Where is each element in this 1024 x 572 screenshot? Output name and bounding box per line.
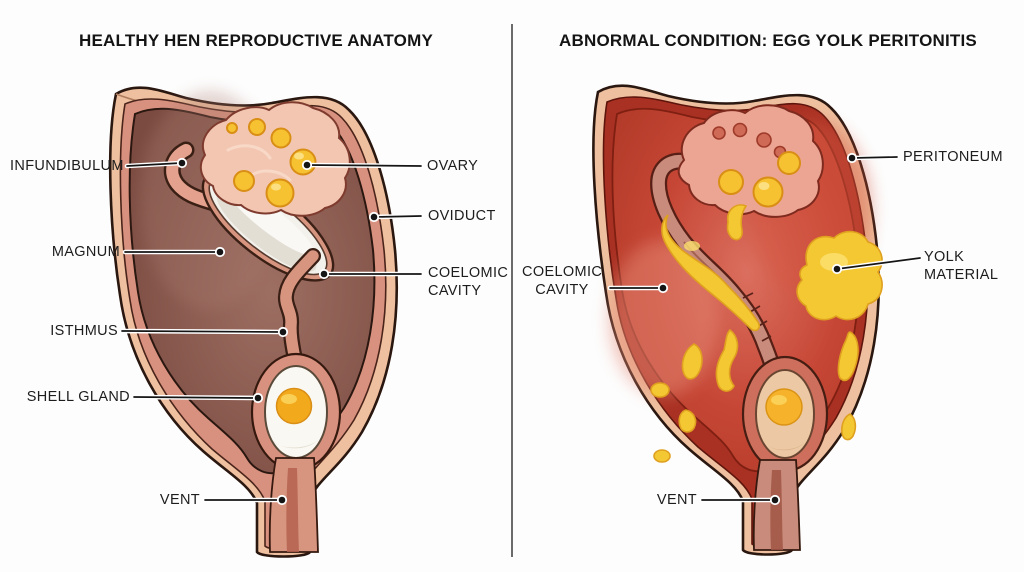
label-isthmus: ISTHMUS xyxy=(50,323,118,339)
label-coelomic-cavity-left: COELOMIC CAVITY xyxy=(428,265,509,299)
label-oviduct: OVIDUCT xyxy=(428,208,496,224)
ovary-cluster xyxy=(199,101,351,217)
abnormal-condition-panel: ABNORMAL CONDITION: EGG YOLK PERITONITIS… xyxy=(512,0,1024,572)
label-peritoneum: PERITONEUM xyxy=(903,149,1003,165)
vent-canal-abnormal xyxy=(752,459,801,551)
label-infundibulum: INFUNDIBULUM xyxy=(10,158,124,174)
vent-canal xyxy=(268,457,319,553)
leader-lines xyxy=(119,157,424,506)
yolk-material-blobs xyxy=(650,204,883,463)
egg-yolk-peritonitis-diagram xyxy=(592,84,923,556)
shell-gland-egg xyxy=(250,352,342,472)
label-vent-left: VENT xyxy=(159,492,200,508)
label-magnum: MAGNUM xyxy=(51,244,120,260)
label-yolk-material: YOLK MATERIAL xyxy=(924,249,999,283)
shell-gland-egg-abnormal xyxy=(741,355,829,473)
panel-divider xyxy=(511,24,513,557)
left-panel-title: HEALTHY HEN REPRODUCTIVE ANATOMY xyxy=(79,31,433,50)
inflamed-ovary xyxy=(677,104,824,218)
label-vent-right: VENT xyxy=(656,492,697,508)
label-ovary: OVARY xyxy=(427,158,479,174)
healthy-anatomy-panel: HEALTHY HEN REPRODUCTIVE ANATOMY INFUNDI… xyxy=(10,31,509,558)
label-coelomic-cavity-right: COELOMIC CAVITY xyxy=(522,264,603,298)
right-panel-title: ABNORMAL CONDITION: EGG YOLK PERITONITIS xyxy=(559,31,977,50)
leader-lines-abnormal xyxy=(607,152,923,506)
label-shell-gland: SHELL GLAND xyxy=(26,389,130,405)
healthy-hen-diagram xyxy=(108,86,424,558)
